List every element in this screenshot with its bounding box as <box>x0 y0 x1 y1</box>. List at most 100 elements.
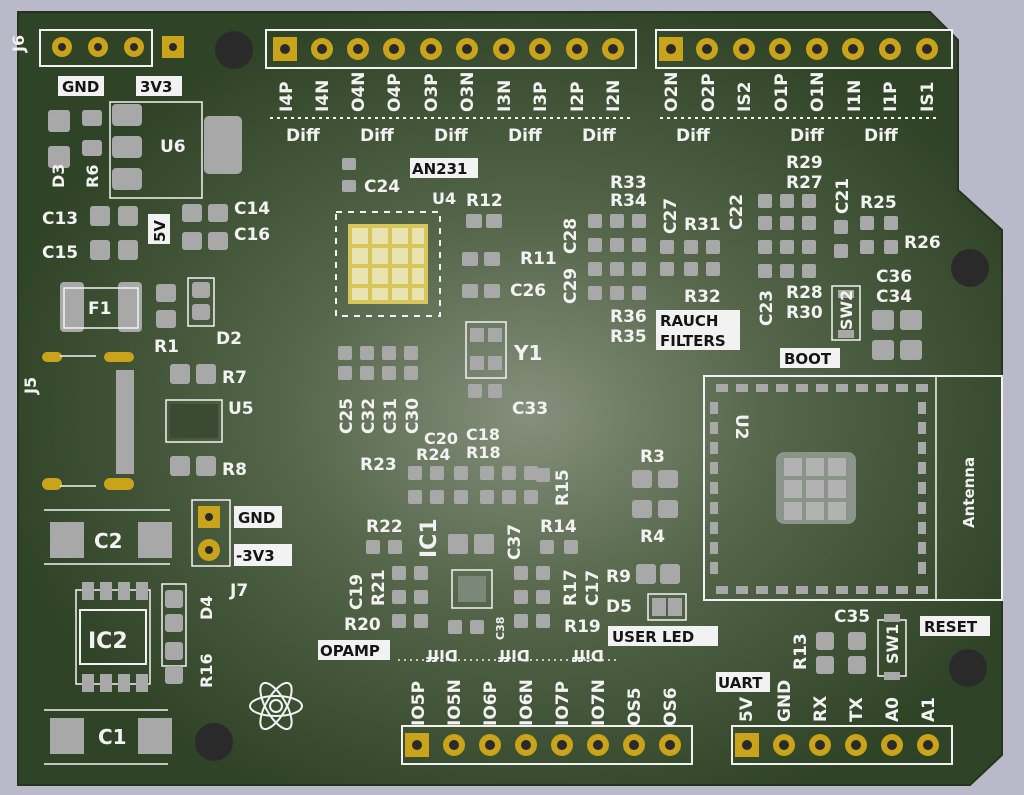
d2-label: D2 <box>216 329 242 349</box>
pin-label: I1P <box>881 81 901 112</box>
j5-usb-connector <box>42 352 134 490</box>
sw1-reset-switch[interactable] <box>877 614 907 680</box>
top-left-connector-pins <box>273 37 624 61</box>
top-right-connector-labels: O2N O2P IS2 O1P O1N I1N I1P IS1 <box>662 71 938 112</box>
r31-label: R31 <box>684 215 721 235</box>
u6-regulator <box>109 101 242 199</box>
ic2-label: IC2 <box>88 629 128 654</box>
c23-label: C23 <box>757 290 777 326</box>
pin-label: I3N <box>495 80 515 112</box>
diff-label: Diff <box>497 646 530 665</box>
sw2-boot-switch[interactable] <box>831 285 861 341</box>
r28-label: R28 <box>786 283 823 303</box>
ic1-package <box>451 569 493 609</box>
c1-label: C1 <box>98 725 127 749</box>
reset-label: RESET <box>924 618 978 636</box>
diff-label: Diff <box>360 126 394 146</box>
d3-label: D3 <box>49 164 68 188</box>
r9-label: R9 <box>606 567 631 587</box>
u4-label: U4 <box>432 189 456 208</box>
diff-label: Diff <box>434 126 468 146</box>
r25-label: R25 <box>860 193 897 213</box>
5v-label: 5V <box>151 220 169 242</box>
c31-label: C31 <box>381 398 401 434</box>
mounting-hole-right-upper <box>951 249 989 287</box>
c27-label: C27 <box>661 198 681 234</box>
c25-c30-pads <box>338 346 418 380</box>
opamp-passive-pads <box>366 466 578 634</box>
r1-label: R1 <box>154 337 179 357</box>
boot-label: BOOT <box>784 350 832 368</box>
pin-label: O1N <box>808 71 828 112</box>
c37-label: C37 <box>505 524 525 560</box>
rauch-pads <box>588 214 720 300</box>
rauch-label: RAUCH <box>660 312 718 330</box>
diff-label: Diff <box>864 126 898 146</box>
r22-label: R22 <box>366 517 403 537</box>
3v3-top-label: 3V3 <box>140 78 172 96</box>
pin-label: I2N <box>604 80 624 112</box>
r6-label: R6 <box>83 165 102 188</box>
pin-label: IO6P <box>481 681 501 726</box>
sw2-label: SW2 <box>837 290 856 330</box>
c35-label: C35 <box>834 607 870 627</box>
diff-labels-top-left: Diff Diff Diff Diff Diff <box>286 126 616 146</box>
diff-label: Diff <box>676 126 710 146</box>
pin-label: OS5 <box>625 687 645 726</box>
r14-label: R14 <box>540 517 577 537</box>
c21-label: C21 <box>833 178 853 214</box>
diff-label: Diff <box>425 646 458 665</box>
c22-label: C22 <box>727 194 747 230</box>
c36-label: C36 <box>876 267 912 287</box>
r33-label: R33 <box>610 173 647 193</box>
r27-label: R27 <box>786 173 823 193</box>
mounting-hole-bottom-left <box>195 723 233 761</box>
pin-label: RX <box>811 696 831 722</box>
c28-label: C28 <box>561 218 581 254</box>
r24-label: R24 <box>416 445 451 464</box>
pin-label: IO5P <box>409 681 429 726</box>
u6-label: U6 <box>160 137 186 157</box>
opamp-label: OPAMP <box>320 642 380 660</box>
c26-label: C26 <box>510 281 546 301</box>
c32-label: C32 <box>359 398 379 434</box>
3v3-mid-label: -3V3 <box>236 547 275 565</box>
r19-label: R19 <box>564 617 601 637</box>
diff-labels-top-right: Diff Diff Diff <box>676 126 898 146</box>
pin-label: O2P <box>699 73 719 112</box>
r26-label: R26 <box>904 233 941 253</box>
d5-label: D5 <box>606 597 632 617</box>
bottom-right-connector-pins <box>735 733 939 757</box>
r32-label: R32 <box>684 287 721 307</box>
top-right-connector-pins <box>659 37 938 61</box>
r23-label: R23 <box>360 455 397 475</box>
d4-label: D4 <box>197 596 216 620</box>
c13-label: C13 <box>42 209 78 229</box>
bottom-left-connector-labels: IO5P IO5N IO6P IO6N IO7P IO7N OS5 OS6 <box>409 679 681 726</box>
r3-label: R3 <box>640 447 665 467</box>
ic1-label: IC1 <box>417 518 442 558</box>
c17-label: C17 <box>583 570 603 606</box>
diff-label: Diff <box>286 126 320 146</box>
pin-label: I1N <box>845 80 865 112</box>
pin-label: IO7P <box>553 681 573 726</box>
diff-label: Diff <box>790 126 824 146</box>
y1-label: Y1 <box>513 341 542 365</box>
an231-label: AN231 <box>412 160 467 178</box>
r12-label: R12 <box>466 191 503 211</box>
c34-label: C34 <box>876 287 912 307</box>
flower-logo-icon <box>249 681 303 731</box>
j5-label: J5 <box>21 377 40 395</box>
r20-label: R20 <box>344 615 381 635</box>
pin-label: OS6 <box>661 687 681 726</box>
gnd-top-label: GND <box>62 78 99 96</box>
diff-label: Diff <box>571 646 604 665</box>
c25-label: C25 <box>337 398 357 434</box>
u2-module <box>703 375 1003 601</box>
pin-label: I3P <box>531 81 551 112</box>
r16-label: R16 <box>197 653 216 688</box>
j6-label: J6 <box>9 35 28 53</box>
c33-label: C33 <box>512 399 548 419</box>
r8-label: R8 <box>222 460 247 480</box>
